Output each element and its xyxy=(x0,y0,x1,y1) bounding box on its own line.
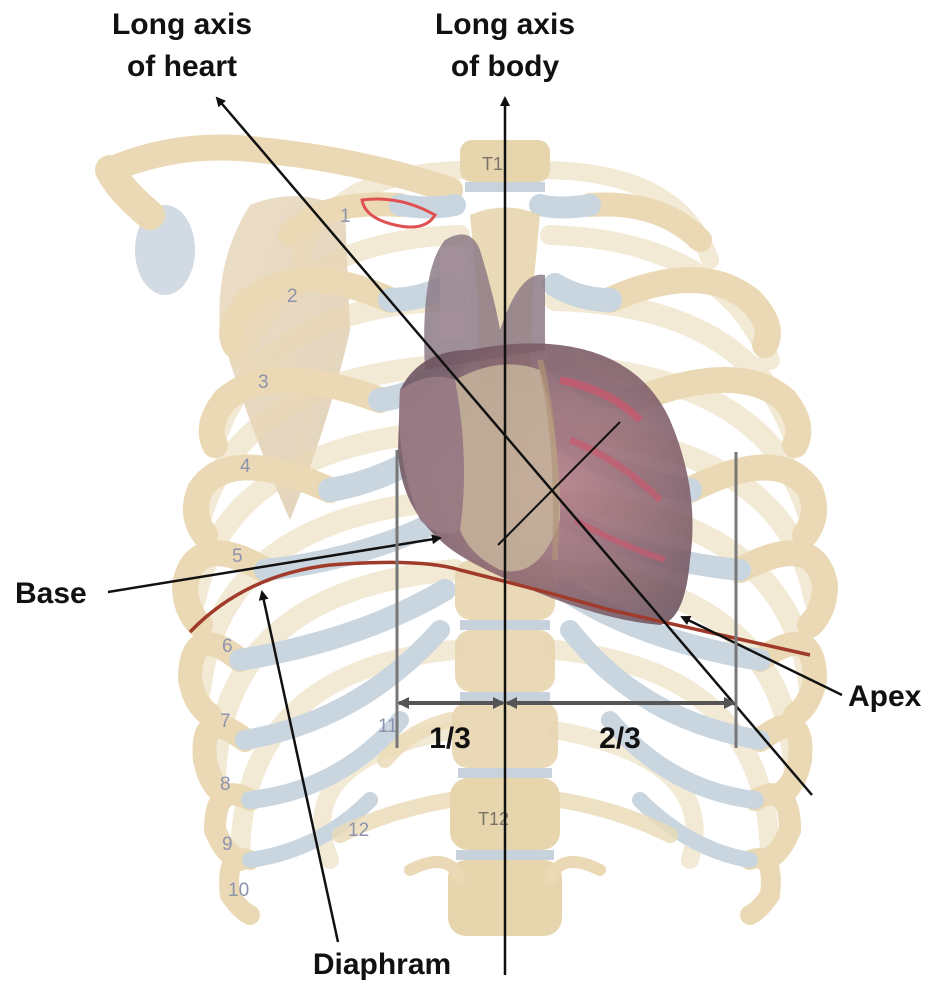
vertebra-t1-label: T1 xyxy=(482,154,503,174)
rib-number: 7 xyxy=(220,711,231,732)
heart-axis-label-line2: of heart xyxy=(127,50,237,83)
base-label: Base xyxy=(15,577,87,610)
body-axis-label-line1: Long axis xyxy=(435,8,575,41)
one-third-label: 1/3 xyxy=(429,722,471,755)
rib-number: 10 xyxy=(228,880,249,901)
rib-number: 2 xyxy=(287,286,298,307)
rib-number: 4 xyxy=(240,456,251,477)
rib-number: 3 xyxy=(258,372,269,393)
rib-number: 5 xyxy=(232,546,243,567)
rib-number: 6 xyxy=(222,636,233,657)
rib-number: 8 xyxy=(220,774,231,795)
rib-number: 11 xyxy=(378,716,398,737)
apex-label: Apex xyxy=(848,680,922,713)
rib-number: 9 xyxy=(222,834,233,855)
rib-number: 1 xyxy=(340,206,351,227)
rib-number: 12 xyxy=(348,820,369,841)
diaphragm-label: Diaphram xyxy=(313,948,451,981)
two-thirds-label: 2/3 xyxy=(599,722,641,755)
body-axis-label-line2: of body xyxy=(451,50,560,83)
heart-axis-label-line1: Long axis xyxy=(112,8,252,41)
